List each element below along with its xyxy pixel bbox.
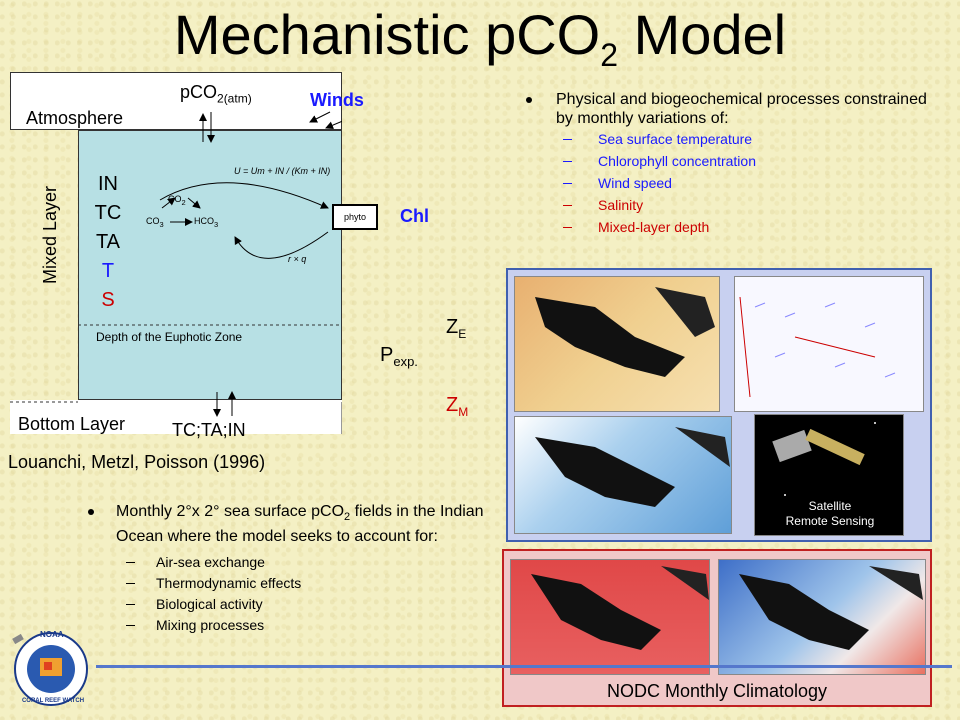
wind-arrow [325, 120, 342, 129]
chlorophyll-map [514, 416, 732, 534]
atmosphere-label: Atmosphere [26, 108, 124, 128]
state-variables: IN TC TA T S [94, 173, 122, 311]
sst-map [514, 276, 720, 412]
nodc-caption: NODC Monthly Climatology [606, 681, 828, 701]
regeneration-arrow [234, 231, 329, 259]
bottom-fluxes-label: TC;TA;IN [172, 420, 246, 440]
bottom-layer-label: Bottom Layer [18, 414, 126, 434]
hco3-label: HCO3 [194, 216, 219, 229]
citation: Louanchi, Metzl, Poisson (1996) [8, 452, 266, 472]
logo-crw-text: CORAL REEF WATCH [21, 698, 85, 704]
nodc-panel: NODC Monthly Climatology [502, 549, 932, 707]
footer-rule [96, 665, 952, 668]
left-sublist: Air-sea exchange Thermodynamic effects B… [126, 554, 484, 633]
list-item: Mixing processes [126, 617, 484, 633]
logo-noaa-text: NOAA [40, 630, 64, 639]
phyto-box: phyto [332, 204, 378, 230]
atmosphere-box [10, 72, 342, 130]
left-bullet-list: Monthly 2°x 2° sea surface pCO2 fields i… [84, 502, 484, 633]
regeneration-label: r × q [288, 254, 307, 264]
salinity-map [510, 559, 710, 675]
uptake-equation: U = Um + IN / (Km + IN) [234, 166, 331, 176]
list-item: Air-sea exchange [126, 554, 484, 570]
list-item: Thermodynamic effects [126, 575, 484, 591]
left-bullet-intro: Monthly 2°x 2° sea surface pCO2 fields i… [116, 503, 484, 546]
zm-label: ZM [446, 394, 469, 419]
list-item: Sea surface temperature [563, 131, 942, 147]
page-title: Mechanistic pCO2 Model [173, 3, 787, 74]
euphotic-label: Depth of the Euphotic Zone [96, 330, 243, 344]
list-item: Wind speed [563, 175, 942, 191]
co3-label: CO3 [146, 216, 164, 229]
pco2-atm-label: pCO2(atm) [180, 82, 252, 106]
ze-label: ZE [446, 316, 467, 341]
mixed-layer-box [78, 130, 342, 400]
mixed-layer-label: Mixed Layer [40, 185, 60, 284]
list-item: Mixed-layer depth [563, 219, 942, 235]
winds-label: Winds [310, 90, 364, 110]
uptake-arrow [159, 182, 329, 209]
right-sublist: Sea surface temperature Chlorophyll conc… [563, 131, 942, 235]
noaa-coral-reef-watch-logo: NOAA CORAL REEF WATCH [10, 628, 92, 710]
diagram-arrows [10, 111, 342, 434]
model-diagram: pCO2(atm) Winds Atmosphere Mixed Layer I… [10, 72, 468, 440]
co2-label: CO2 [168, 194, 186, 207]
right-bullet-intro: Physical and biogeochemical processes co… [556, 91, 927, 127]
wind-arrow [309, 111, 331, 123]
chl-label: Chl [400, 206, 429, 226]
right-bullet-list: Physical and biogeochemical processes co… [522, 90, 942, 235]
list-item: Salinity [563, 197, 942, 213]
bottom-layer-box [10, 400, 342, 434]
pexp-label: Pexp. [380, 344, 418, 369]
wind-map [734, 276, 924, 412]
list-item: Biological activity [126, 596, 484, 612]
mixed-layer-map [718, 559, 926, 675]
list-item: Chlorophyll concentration [563, 153, 942, 169]
